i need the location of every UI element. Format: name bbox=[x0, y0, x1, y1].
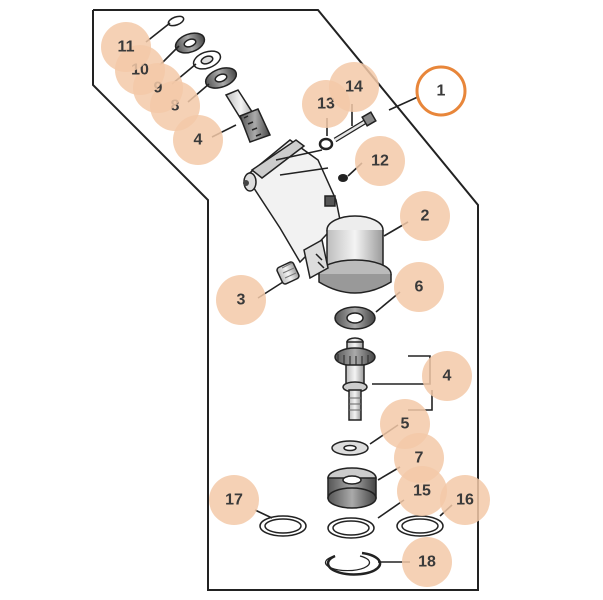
callout-label: 13 bbox=[317, 96, 335, 113]
part-ball-bearing-7 bbox=[327, 467, 377, 509]
part-thrust-washer-5 bbox=[331, 440, 369, 456]
callout-label: 17 bbox=[225, 492, 243, 509]
callout-16: 16 bbox=[440, 475, 490, 525]
part-screw-14 bbox=[333, 111, 377, 143]
part-ring-17 bbox=[259, 515, 307, 537]
callout-label: 4 bbox=[443, 368, 452, 385]
part-bushing-10 bbox=[174, 32, 206, 54]
callout-label: 4 bbox=[194, 132, 203, 149]
assembly-outline bbox=[92, 9, 479, 591]
part-bushing-9 bbox=[192, 50, 222, 70]
callout-label: 5 bbox=[401, 416, 410, 433]
callout-label: 3 bbox=[237, 292, 246, 309]
callout-label: 14 bbox=[345, 79, 363, 96]
part-needle-sleeve bbox=[276, 261, 300, 285]
part-spindle-gear bbox=[334, 337, 376, 421]
callout-14: 14 bbox=[329, 62, 379, 112]
callout-label: 15 bbox=[413, 483, 431, 500]
callout-label: 1 bbox=[437, 83, 446, 100]
part-snap-ring-small bbox=[167, 15, 185, 27]
callout-6: 6 bbox=[394, 262, 444, 312]
callout-label: 7 bbox=[415, 450, 424, 467]
callout-label: 18 bbox=[418, 554, 436, 571]
part-pinion-shaft-upper bbox=[224, 89, 272, 143]
callout-2: 2 bbox=[400, 191, 450, 241]
callout-4-lower: 4 bbox=[422, 351, 472, 401]
part-nut-12 bbox=[338, 174, 348, 182]
callout-12: 12 bbox=[355, 136, 405, 186]
part-circlip-18 bbox=[324, 551, 382, 576]
callout-18: 18 bbox=[402, 537, 452, 587]
callout-label: 9 bbox=[154, 80, 163, 97]
part-ball-bearing-6 bbox=[334, 306, 376, 330]
callout-label: 16 bbox=[456, 492, 474, 509]
part-washer-13 bbox=[318, 137, 334, 151]
callout-1: 1 bbox=[415, 65, 467, 117]
callout-label: 12 bbox=[371, 153, 389, 170]
part-gear-housing bbox=[243, 139, 392, 294]
part-ring-15 bbox=[327, 517, 375, 539]
part-ring-16 bbox=[396, 515, 444, 537]
callout-15: 15 bbox=[397, 466, 447, 516]
part-bushing-8 bbox=[204, 67, 238, 89]
callout-3: 3 bbox=[216, 275, 266, 325]
callout-label: 6 bbox=[415, 279, 424, 296]
callout-label: 11 bbox=[118, 39, 135, 56]
callout-17: 17 bbox=[209, 475, 259, 525]
callout-label: 2 bbox=[421, 208, 430, 225]
callout-11: 11 bbox=[101, 22, 151, 72]
